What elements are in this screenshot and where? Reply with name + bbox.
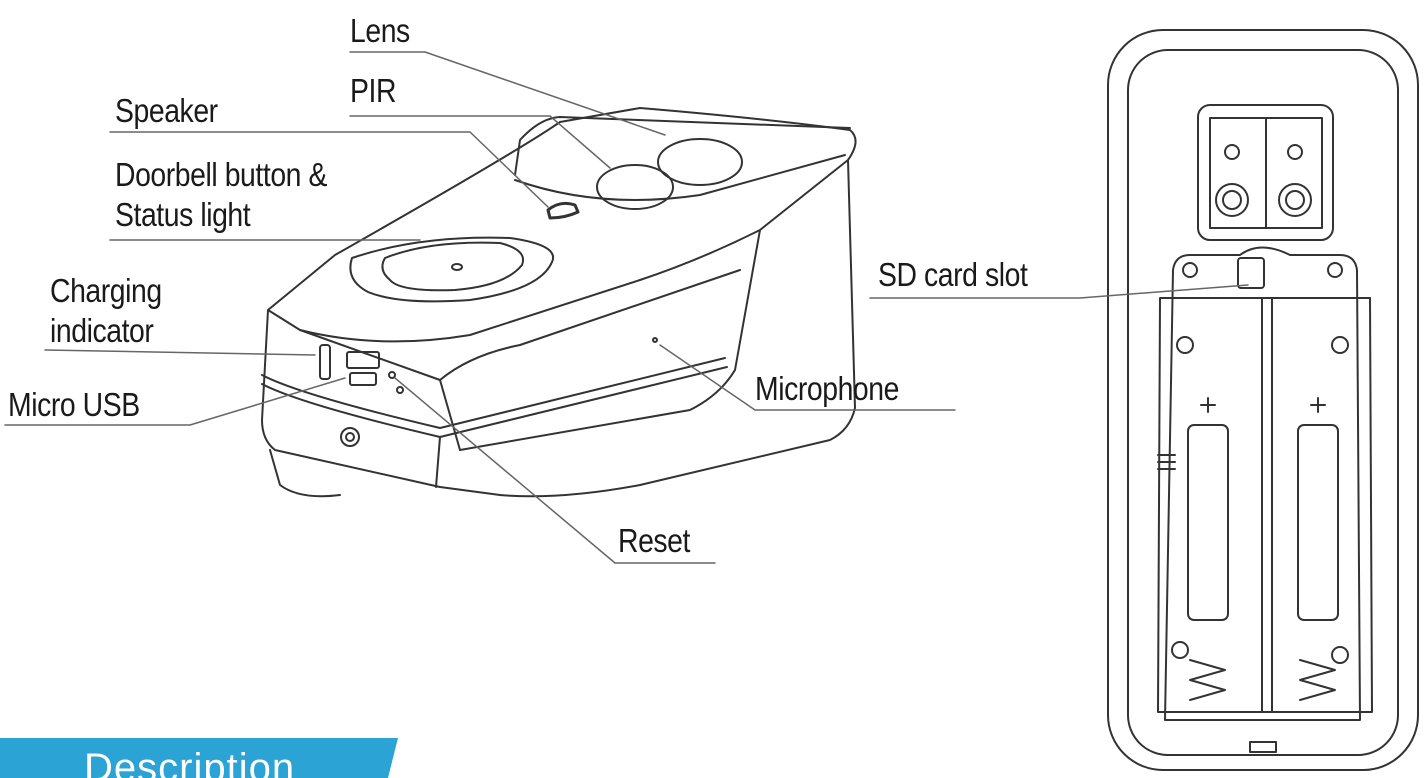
label-micro-usb: Micro USB [8,386,140,423]
label-charging: Charging [50,272,162,309]
label-reset: Reset [618,522,690,559]
banner-title: Description [84,746,296,778]
label-microphone: Microphone [755,370,899,407]
label-lens: Lens [350,12,410,49]
banner-background [0,738,388,778]
label-pir: PIR [350,72,397,109]
label-status-light: Status light [115,196,251,233]
description-banner: Description [0,738,398,778]
doorbell-front-view [261,107,857,498]
label-sd-card-slot: SD card slot [878,256,1028,293]
leader-lines [4,51,1249,564]
banner-edge [388,738,398,778]
label-speaker: Speaker [115,92,218,129]
label-indicator: indicator [50,312,154,349]
doorbell-back-view [1107,29,1419,771]
label-doorbell-button: Doorbell button & [115,156,327,193]
